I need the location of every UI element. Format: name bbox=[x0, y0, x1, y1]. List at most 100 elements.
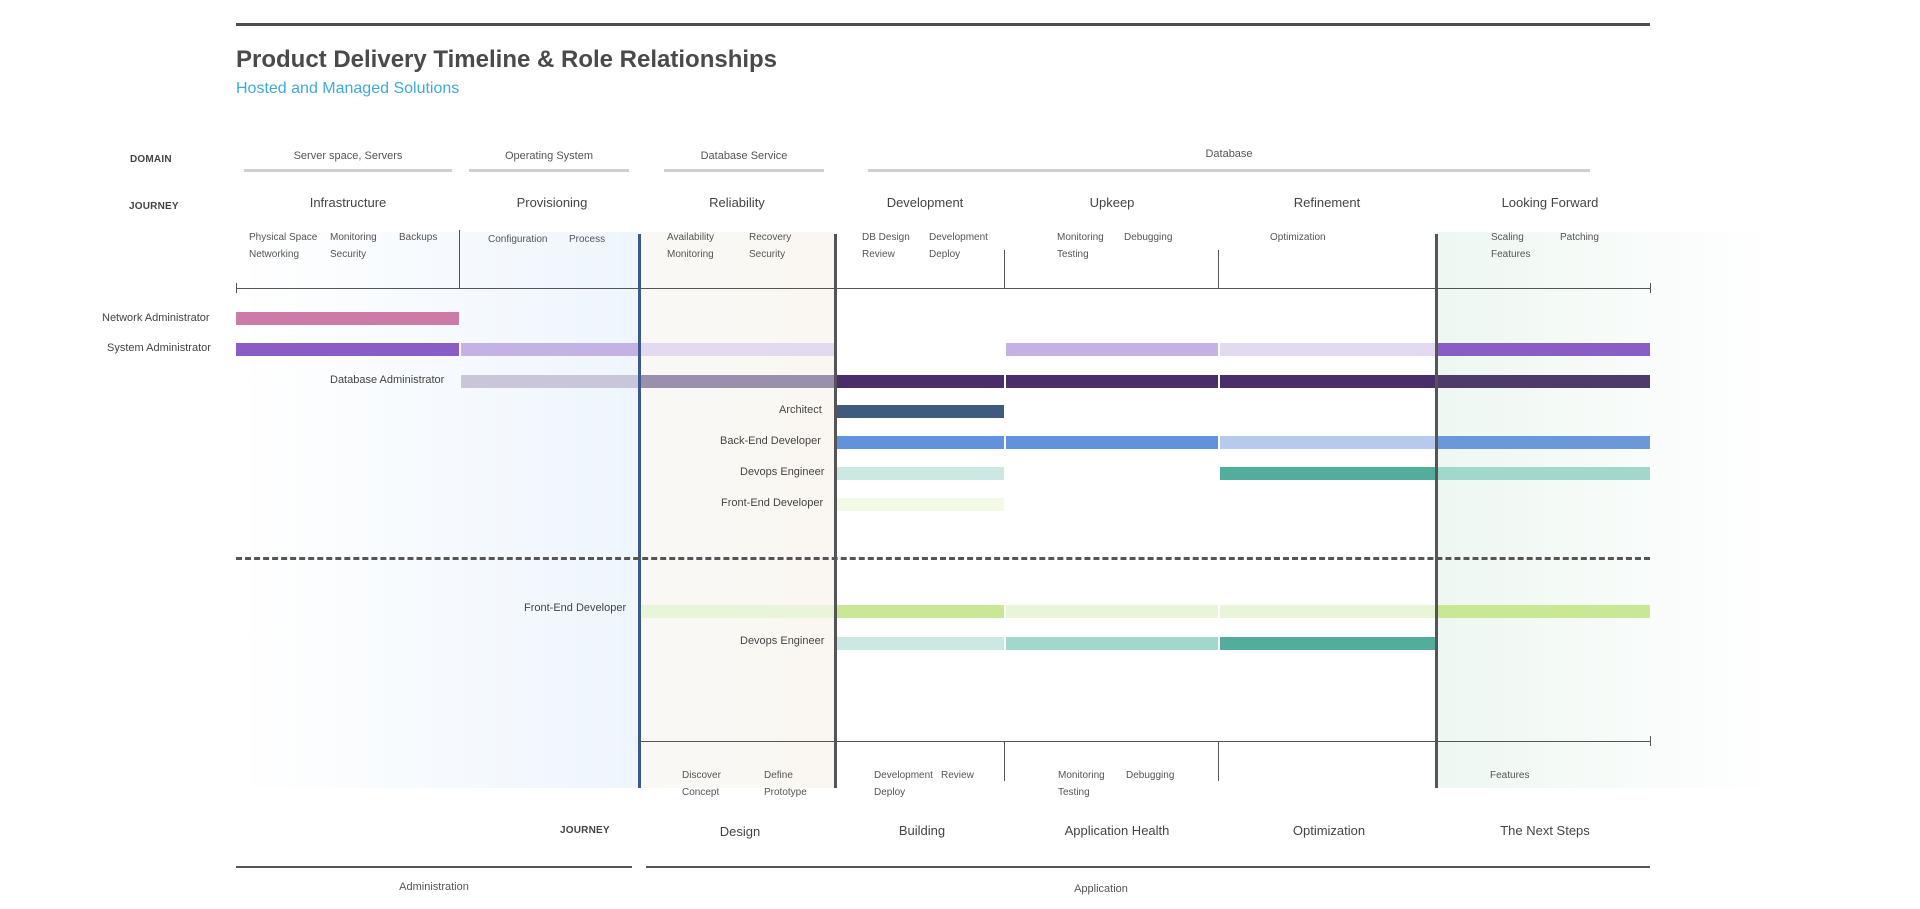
role-frontend-bottom: Front-End Developer bbox=[524, 602, 627, 614]
bar-system-admin-refine bbox=[1220, 343, 1435, 356]
bar-backend-dev bbox=[837, 436, 1004, 449]
task-testing-bottom: Testing bbox=[1058, 787, 1090, 798]
bar-db-admin-forward bbox=[1438, 375, 1650, 388]
domain-database-rule bbox=[868, 169, 1590, 172]
task-review-bottom: Review bbox=[941, 770, 974, 781]
top-axis-tick-end bbox=[1650, 283, 1651, 293]
bar-system-admin-rel bbox=[641, 343, 834, 356]
task-monitoring-rel: Monitoring bbox=[667, 249, 714, 260]
phase-building: Building bbox=[898, 823, 946, 838]
group-application-label: Application bbox=[1074, 883, 1128, 895]
vline-provisioning-reliability bbox=[638, 234, 641, 788]
task-deploy-bottom: Deploy bbox=[874, 787, 906, 798]
phase-provisioning: Provisioning bbox=[516, 195, 588, 210]
domain-row-label: DOMAIN bbox=[130, 154, 172, 165]
bar-db-admin-prov bbox=[461, 375, 638, 388]
task-monitoring-upkeep: Monitoring bbox=[1057, 232, 1104, 243]
page-title: Product Delivery Timeline & Role Relatio… bbox=[236, 46, 778, 73]
domain-os: Operating System bbox=[504, 150, 594, 162]
bottom-journey-label: JOURNEY bbox=[560, 825, 610, 836]
bar-devops-forward bbox=[1438, 467, 1650, 480]
task-discover: Discover bbox=[682, 770, 721, 781]
task-security-rel: Security bbox=[749, 249, 786, 260]
bar-backend-upkeep bbox=[1006, 436, 1218, 449]
task-testing-upkeep: Testing bbox=[1057, 249, 1089, 260]
domain-db-service: Database Service bbox=[700, 150, 788, 162]
bar-frontend-design bbox=[641, 605, 834, 618]
role-frontend: Front-End Developer bbox=[721, 497, 824, 509]
top-axis bbox=[236, 288, 1650, 289]
section-divider-dashed bbox=[236, 557, 1650, 560]
reliability-zone-shade bbox=[640, 232, 834, 788]
role-architect: Architect bbox=[779, 404, 822, 416]
bar-network-admin-infra bbox=[236, 312, 459, 325]
group-application-rule bbox=[646, 866, 1650, 868]
role-devops: Devops Engineer bbox=[740, 466, 825, 478]
vline-reliability-development bbox=[834, 234, 837, 788]
task-recovery: Recovery bbox=[749, 232, 792, 243]
domain-servers: Server space, Servers bbox=[293, 150, 403, 162]
task-optimization: Optimization bbox=[1270, 232, 1326, 243]
role-backend: Back-End Developer bbox=[720, 435, 821, 447]
phase-refinement: Refinement bbox=[1293, 195, 1361, 210]
header-rule bbox=[236, 23, 1650, 26]
bar-frontend-dev bbox=[837, 498, 1004, 511]
task-features-bottom: Features bbox=[1490, 770, 1530, 781]
domain-servers-rule bbox=[244, 169, 452, 172]
bar-frontend-optim bbox=[1220, 605, 1435, 618]
page-subtitle: Hosted and Managed Solutions bbox=[236, 80, 460, 97]
role-network-admin: Network Administrator bbox=[102, 312, 210, 324]
domain-database: Database bbox=[1205, 148, 1253, 160]
domain-os-rule bbox=[469, 169, 629, 172]
bar-frontend-next bbox=[1438, 605, 1650, 618]
phase-optimization: Optimization bbox=[1292, 823, 1366, 838]
bar-backend-refine bbox=[1220, 436, 1435, 449]
phase-next-steps: The Next Steps bbox=[1500, 823, 1590, 838]
divider-health-optim-bottom bbox=[1218, 741, 1219, 781]
group-administration-label: Administration bbox=[399, 881, 469, 893]
role-db-admin: Database Administrator bbox=[330, 374, 445, 386]
phase-development: Development bbox=[886, 195, 964, 210]
task-physical-space: Physical Space bbox=[249, 232, 318, 243]
bar-system-admin-prov bbox=[461, 343, 638, 356]
bar-backend-forward bbox=[1438, 436, 1650, 449]
bar-frontend-health bbox=[1006, 605, 1218, 618]
domain-db-service-rule bbox=[664, 169, 824, 172]
bar-devops-optim bbox=[1220, 637, 1435, 650]
task-debugging-upkeep: Debugging bbox=[1124, 232, 1173, 243]
task-concept: Concept bbox=[682, 787, 720, 798]
role-system-admin: System Administrator bbox=[107, 342, 211, 354]
task-development-bottom: Development bbox=[874, 770, 933, 781]
task-prototype: Prototype bbox=[764, 787, 807, 798]
task-debugging-bottom: Debugging bbox=[1126, 770, 1175, 781]
bar-db-admin-refine bbox=[1220, 375, 1435, 388]
task-security: Security bbox=[330, 249, 367, 260]
bar-devops-health bbox=[1006, 637, 1218, 650]
phase-application-health: Application Health bbox=[1064, 823, 1170, 838]
bar-devops-refine bbox=[1220, 467, 1435, 480]
bar-db-admin-dev bbox=[837, 375, 1004, 388]
task-configuration: Configuration bbox=[488, 234, 548, 245]
task-features: Features bbox=[1491, 249, 1531, 260]
phase-upkeep: Upkeep bbox=[1089, 195, 1135, 210]
phase-design: Design bbox=[719, 824, 761, 839]
bar-devops-dev bbox=[837, 467, 1004, 480]
task-db-design: DB Design bbox=[862, 232, 910, 243]
task-backups: Backups bbox=[399, 232, 438, 243]
task-monitoring-bottom: Monitoring bbox=[1058, 770, 1105, 781]
vline-refinement-forward bbox=[1435, 234, 1438, 788]
future-zone-shade bbox=[1436, 232, 1776, 788]
task-process: Process bbox=[569, 234, 606, 245]
group-administration-rule bbox=[236, 866, 632, 868]
bar-db-admin-upkeep bbox=[1006, 375, 1218, 388]
bottom-axis-tick-end bbox=[1650, 736, 1651, 746]
journey-row-label: JOURNEY bbox=[129, 201, 179, 212]
bottom-axis bbox=[638, 741, 1650, 742]
top-axis-tick-start bbox=[236, 283, 237, 293]
phase-infrastructure: Infrastructure bbox=[309, 195, 387, 210]
task-networking: Networking bbox=[249, 249, 300, 260]
role-devops-bottom: Devops Engineer bbox=[740, 635, 825, 647]
bar-system-admin-upkeep bbox=[1006, 343, 1218, 356]
phase-looking-forward: Looking Forward bbox=[1501, 195, 1599, 210]
